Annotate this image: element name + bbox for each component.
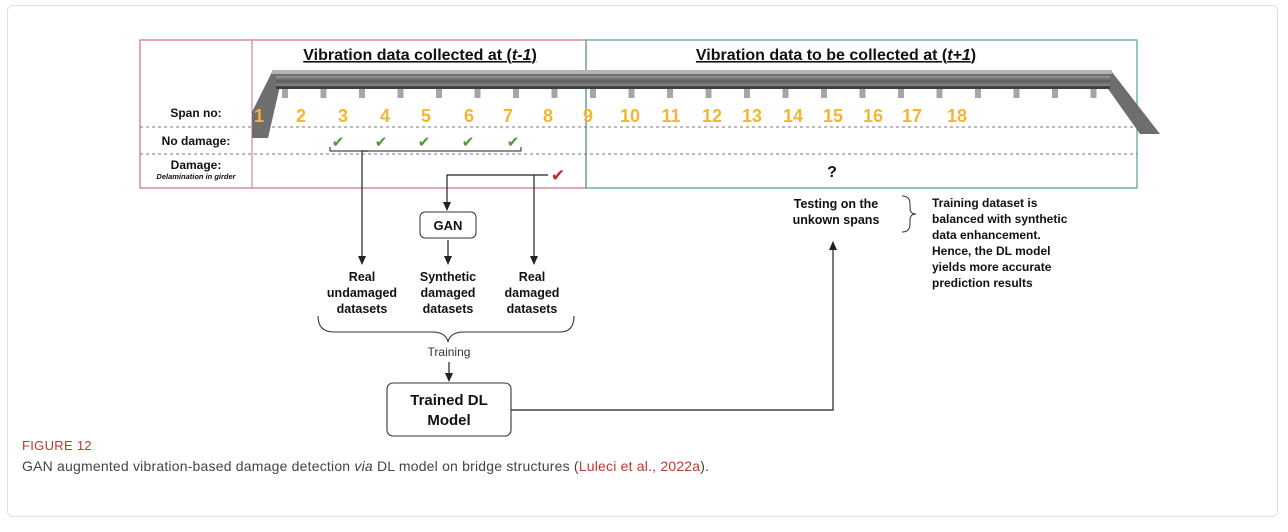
gan-box [419, 211, 477, 239]
span-number-6: 6 [464, 106, 474, 126]
girder-8 [551, 89, 558, 98]
arrow-to-real-undamaged [358, 150, 368, 265]
span-number-8: 8 [543, 106, 553, 126]
span-number-12: 12 [702, 106, 722, 126]
no-damage-check-4: ✔ [462, 133, 475, 151]
span-number-7: 7 [503, 106, 513, 126]
no-damage-check-3: ✔ [418, 133, 431, 151]
girder-7 [513, 89, 519, 98]
no-damage-check-5: ✔ [507, 133, 520, 151]
svg-text:undamaged: undamaged [327, 286, 397, 300]
training-brace [317, 315, 575, 343]
span-number-13: 13 [742, 106, 762, 126]
svg-text:Real: Real [519, 270, 545, 284]
svg-text:datasets: datasets [337, 302, 388, 316]
span-number-3: 3 [338, 106, 348, 126]
span-number-1: 1 [254, 106, 264, 126]
svg-text:damaged: damaged [421, 286, 476, 300]
girder-17 [898, 89, 904, 98]
figure-label: FIGURE 12 [22, 438, 92, 453]
girder-13 [744, 89, 750, 98]
girder-1 [282, 89, 288, 98]
girder-20 [1013, 89, 1020, 98]
trained-model-line1: Trained DL [410, 392, 488, 409]
svg-text:balanced with synthetic: balanced with synthetic [932, 212, 1068, 226]
girder-5 [436, 89, 442, 98]
svg-text:Synthetic: Synthetic [420, 270, 476, 284]
gan-label: GAN [434, 218, 463, 233]
span-number-5: 5 [421, 106, 431, 126]
girder-21 [1052, 89, 1058, 98]
caption-mid: DL model on bridge structures ( [372, 458, 579, 474]
span-number-15: 15 [823, 106, 843, 126]
svg-text:prediction results: prediction results [932, 276, 1033, 290]
no-damage-label: No damage: [162, 134, 231, 148]
svg-text:Training dataset is: Training dataset is [932, 196, 1038, 210]
span-number-14: 14 [783, 106, 803, 126]
span-number-9: 9 [583, 106, 593, 126]
girder-9 [590, 89, 596, 98]
span-number-4: 4 [380, 106, 390, 126]
girder-6 [474, 89, 481, 98]
girder-10 [628, 89, 635, 98]
girder-11 [667, 89, 673, 98]
damage-check-mark: ✔ [551, 166, 565, 186]
caption-post: ). [700, 458, 710, 474]
span-no-label: Span no: [170, 106, 221, 120]
training-label: Training [428, 345, 471, 359]
dataset-real-undamaged: Real undamaged datasets [327, 270, 397, 316]
girder-16 [859, 89, 866, 98]
caption-pre: GAN augmented vibration-based damage det… [22, 458, 355, 474]
figure-caption: GAN augmented vibration-based damage det… [22, 458, 709, 474]
note-text: Training dataset is balanced with synthe… [932, 196, 1068, 290]
svg-text:yields more accurate: yields more accurate [932, 260, 1052, 274]
girder-4 [397, 89, 404, 98]
no-damage-checks: ✔ ✔ ✔ ✔ ✔ [332, 133, 520, 151]
damage-sublabel: Delamination in girder [156, 172, 236, 181]
dataset-synthetic-damaged: Synthetic damaged datasets [420, 270, 476, 316]
girder-18 [936, 89, 943, 98]
svg-text:Hence, the DL model: Hence, the DL model [932, 244, 1050, 258]
no-damage-check-1: ✔ [332, 133, 345, 151]
unknown-question-mark: ? [827, 164, 837, 181]
girder-22 [1090, 89, 1097, 98]
no-damage-check-2: ✔ [375, 133, 388, 151]
span-number-10: 10 [620, 106, 640, 126]
caption-reference-link[interactable]: Luleci et al., 2022a [578, 458, 701, 474]
arrow-to-gan [443, 174, 548, 211]
girder-12 [705, 89, 712, 98]
arrow-model-to-testing [511, 241, 837, 411]
damage-label: Damage: [171, 158, 222, 172]
svg-text:Real: Real [349, 270, 375, 284]
testing-line2: unkown spans [793, 213, 880, 227]
bridge-illustration [252, 70, 1160, 138]
girder-3 [359, 89, 365, 98]
svg-text:datasets: datasets [507, 302, 558, 316]
svg-text:datasets: datasets [423, 302, 474, 316]
span-number-16: 16 [863, 106, 883, 126]
girder-2 [320, 89, 327, 98]
svg-text:damaged: damaged [505, 286, 560, 300]
checks-bracket [329, 147, 522, 152]
svg-text:data enhancement.: data enhancement. [932, 228, 1041, 242]
header-collected: Vibration data collected at (t-1) [303, 47, 537, 64]
caption-via: via [354, 458, 373, 474]
girder-19 [975, 89, 981, 98]
span-number-18: 18 [947, 106, 967, 126]
trained-model-line2: Model [427, 412, 470, 429]
span-number-11: 11 [661, 106, 680, 126]
span-number-2: 2 [296, 106, 306, 126]
note-brace [901, 195, 917, 233]
figure-frame [7, 5, 1278, 517]
span-number-17: 17 [902, 106, 922, 126]
girder-14 [782, 89, 789, 98]
girder-15 [821, 89, 827, 98]
dataset-real-damaged: Real damaged datasets [505, 270, 560, 316]
testing-line1: Testing on the [794, 197, 879, 211]
header-to-be-collected: Vibration data to be collected at (t+1) [696, 47, 976, 64]
